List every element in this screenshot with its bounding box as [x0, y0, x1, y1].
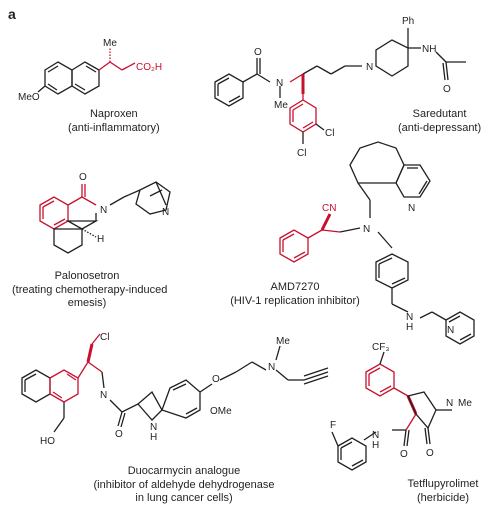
duocarmycin-ether-o: O [212, 374, 220, 385]
amd7270-n: N [363, 224, 370, 235]
palonosetron-description-1: (treating chemotherapy-induced [12, 283, 168, 296]
palonosetron-structure [39, 181, 171, 254]
palonosetron-n: N [100, 205, 107, 216]
palonosetron-bridge-n: N [162, 207, 169, 218]
saredutant-name: Saredutant [412, 108, 467, 120]
duocarmycin-me: Me [276, 336, 290, 347]
palonosetron-description-2: emesis) [67, 297, 107, 309]
saredutant-nh: NH [422, 44, 436, 55]
tetflupyrolimet-cf3: CF₃ [372, 342, 389, 353]
palonosetron-name: Palonosetron [54, 270, 120, 282]
duocarmycin-amine-n: N [268, 362, 275, 373]
duocarmycin-n: N [100, 390, 107, 401]
amd7270-cn: CN [322, 203, 336, 214]
caption-amd7270: AMD7270 (HIV-1 replication inhibitor) [220, 281, 370, 308]
saredutant-cl2: Cl [297, 148, 306, 159]
caption-palonosetron: Palonosetron (treating chemotherapy-indu… [12, 270, 168, 311]
amd7270-structure [279, 141, 475, 345]
tetflupyrolimet-f: F [330, 420, 336, 431]
saredutant-structure [214, 28, 466, 144]
saredutant-cl1: Cl [325, 128, 334, 139]
saredutant-description: (anti-depressant) [398, 121, 482, 134]
tetflupyrolimet-n: N [446, 398, 453, 409]
saredutant-ph: Ph [402, 16, 414, 27]
duocarmycin-ome: OMe [210, 406, 232, 417]
saredutant-acetyl-o: O [443, 84, 451, 95]
naproxen-me: Me [103, 38, 117, 49]
tetflupyrolimet-me: Me [458, 398, 472, 409]
amd7270-pyr2-n: N [447, 325, 454, 336]
duocarmycin-description-1: (inhibitor of aldehyde dehydrogenase [93, 478, 275, 491]
duocarmycin-cl: Cl [100, 332, 109, 343]
caption-saredutant: Saredutant (anti-depressant) [398, 108, 481, 135]
palonosetron-o: O [79, 172, 87, 183]
amd7270-description: (HIV-1 replication inhibitor) [230, 294, 360, 307]
tetflupyrolimet-name: Tetflupyrolimet [407, 478, 479, 490]
tetflupyrolimet-structure [331, 351, 452, 471]
panel-label: a [8, 6, 16, 22]
saredutant-me: Me [274, 100, 288, 111]
duocarmycin-o: O [115, 429, 123, 440]
amd7270-pyr-n: N [408, 203, 415, 214]
palonosetron-h: H [97, 234, 104, 245]
amd7270-name: AMD7270 [270, 281, 320, 293]
duocarmycin-name: Duocarmycin analogue [127, 465, 241, 477]
tetflupyrolimet-lactam-o: O [426, 448, 434, 459]
caption-tetflupyrolimet: Tetflupyrolimet (herbicide) [388, 478, 498, 505]
naproxen-structure [37, 48, 136, 95]
naproxen-co2h: CO₂H [136, 62, 162, 73]
saredutant-pip-n: N [366, 62, 373, 73]
saredutant-n: N [276, 78, 283, 89]
naproxen-description: (anti-inflammatory) [68, 121, 160, 134]
naproxen-name: Naproxen [89, 108, 138, 120]
tetflupyrolimet-amide-o: O [400, 449, 408, 460]
tetflupyrolimet-description: (herbicide) [417, 491, 469, 504]
duocarmycin-ho: HO [40, 436, 55, 447]
saredutant-o: O [254, 47, 262, 58]
caption-duocarmycin: Duocarmycin analogue (inhibitor of aldeh… [84, 465, 284, 506]
caption-naproxen: Naproxen (anti-inflammatory) [68, 108, 160, 135]
duocarmycin-description-2: in lung cancer cells) [135, 492, 233, 504]
duocarmycin-structure [21, 333, 329, 433]
naproxen-meo: MeO [18, 92, 40, 103]
